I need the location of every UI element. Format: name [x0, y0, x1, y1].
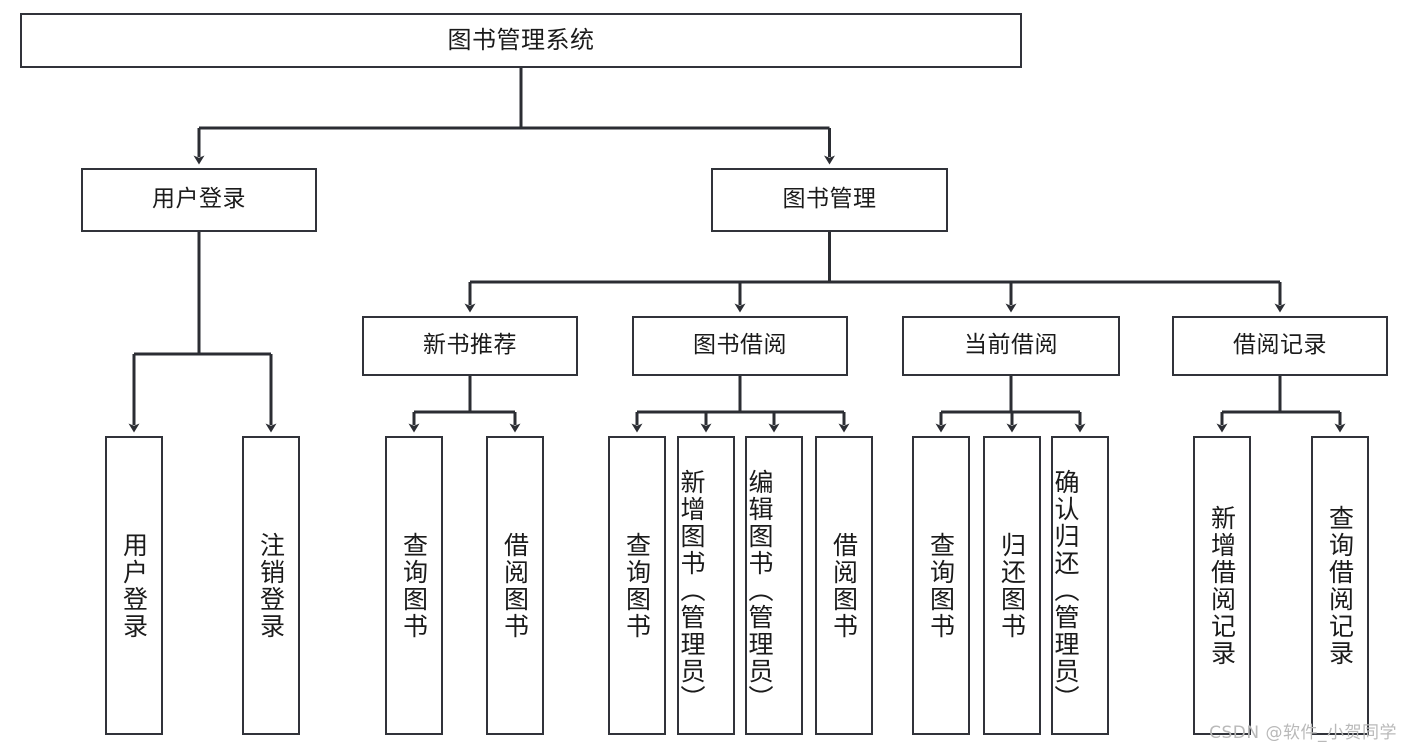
node-label: 查询图书	[926, 531, 956, 640]
node-label: 图书管理系统	[447, 26, 595, 55]
node-bookmgmt[interactable]: 图书管理	[711, 168, 948, 232]
node-leaf-bw-query[interactable]: 查询图书	[608, 436, 666, 735]
node-leaf-rc-add[interactable]: 新增借阅记录	[1193, 436, 1251, 735]
node-leaf-bw-borrow[interactable]: 借阅图书	[815, 436, 873, 735]
node-borrow[interactable]: 图书借阅	[632, 316, 848, 376]
node-leaf-nb-query[interactable]: 查询图书	[385, 436, 443, 735]
node-label: 新增图书（管理员）	[677, 469, 706, 712]
node-leaf-cu-return[interactable]: 归还图书	[983, 436, 1041, 735]
node-root[interactable]: 图书管理系统	[20, 13, 1022, 68]
node-label: 新增借阅记录	[1207, 504, 1237, 667]
node-label: 确认归还（管理员）	[1051, 469, 1080, 712]
watermark-text: CSDN @软件_小贺同学	[1209, 723, 1397, 743]
node-label: 注销登录	[256, 531, 286, 640]
node-leaf-bw-add[interactable]: 新增图书（管理员）	[677, 436, 735, 735]
node-leaf-user-login[interactable]: 用户登录	[105, 436, 163, 735]
node-label: 查询图书	[399, 531, 429, 640]
node-label: 借阅图书	[500, 531, 530, 640]
node-leaf-bw-edit[interactable]: 编辑图书（管理员）	[745, 436, 803, 735]
node-label: 当前借阅	[964, 332, 1058, 359]
node-leaf-cu-confirm[interactable]: 确认归还（管理员）	[1051, 436, 1109, 735]
node-leaf-nb-borrow[interactable]: 借阅图书	[486, 436, 544, 735]
node-label: 用户登录	[119, 531, 149, 640]
node-label: 查询借阅记录	[1325, 504, 1355, 667]
node-label: 归还图书	[997, 531, 1027, 640]
node-current[interactable]: 当前借阅	[902, 316, 1120, 376]
node-leaf-cu-query[interactable]: 查询图书	[912, 436, 970, 735]
node-label: 用户登录	[152, 186, 246, 213]
node-leaf-user-logout[interactable]: 注销登录	[242, 436, 300, 735]
node-label: 查询图书	[622, 531, 652, 640]
node-records[interactable]: 借阅记录	[1172, 316, 1388, 376]
node-newbook[interactable]: 新书推荐	[362, 316, 578, 376]
node-label: 图书管理	[782, 186, 877, 213]
node-label: 借阅记录	[1233, 332, 1327, 359]
node-label: 新书推荐	[423, 332, 517, 359]
node-label: 图书借阅	[693, 332, 787, 359]
node-leaf-rc-query[interactable]: 查询借阅记录	[1311, 436, 1369, 735]
node-login[interactable]: 用户登录	[81, 168, 317, 232]
node-label: 编辑图书（管理员）	[745, 469, 774, 712]
node-label: 借阅图书	[829, 531, 859, 640]
